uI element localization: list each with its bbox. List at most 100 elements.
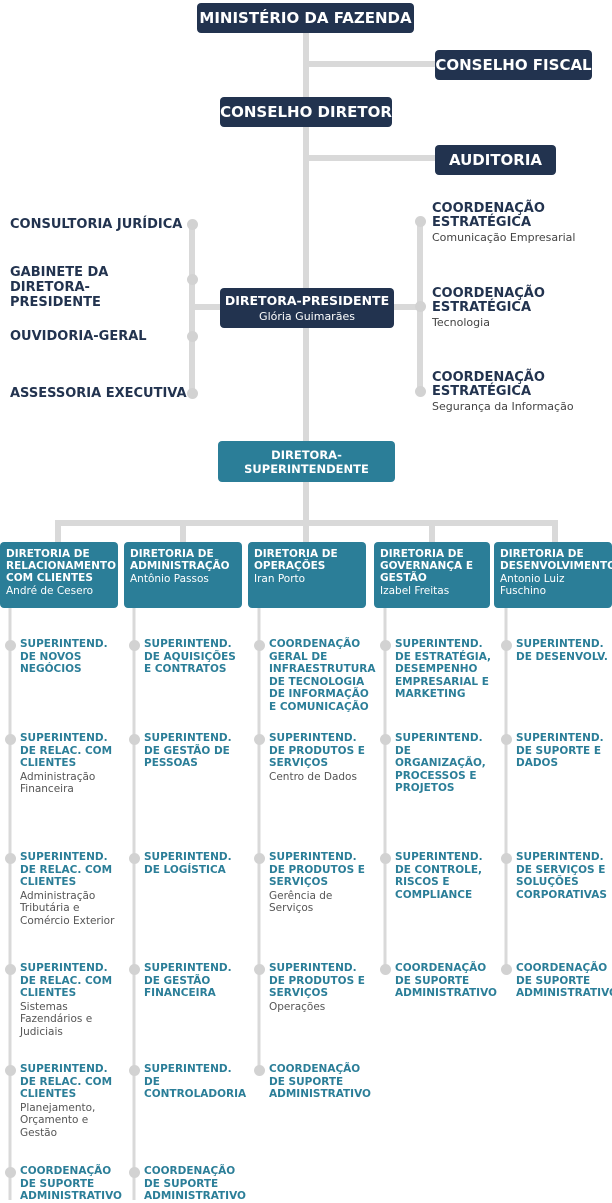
- dot: [187, 388, 198, 399]
- conselho-fiscal-box: CONSELHO FISCAL: [435, 50, 592, 80]
- left-unit-gabinete: GABINETE DA DIRETORA-PRESIDENTE: [10, 265, 109, 310]
- item-title: SUPERINTEND. DE PRODUTOS E SERVIÇOS: [269, 732, 365, 769]
- list-item: SUPERINTEND. DE GESTÃO DE PESSOAS: [144, 732, 244, 770]
- dot: [5, 964, 16, 975]
- dot: [415, 301, 426, 312]
- dot: [5, 640, 16, 651]
- coordenacao-title: COORDENAÇÃO ESTRATÉGICA: [432, 201, 545, 230]
- ministerio-box: MINISTÉRIO DA FAZENDA: [197, 3, 414, 33]
- dot: [380, 734, 391, 745]
- diretoria-director-name: Iran Porto: [254, 573, 306, 585]
- dot: [187, 331, 198, 342]
- dot: [187, 219, 198, 230]
- dot: [5, 734, 16, 745]
- item-title: SUPERINTEND. DE RELAC. COM CLIENTES: [20, 732, 113, 769]
- item-title: SUPERINTEND. DE ESTRATÉGIA, DESEMPENHO E…: [395, 638, 492, 700]
- list-item: COORDENAÇÃO GERAL DE INFRAESTRUTURA DE T…: [269, 638, 376, 713]
- list-item: SUPERINTEND. DE ORGANIZAÇÃO, PROCESSOS E…: [395, 732, 499, 795]
- diretoria-box: DIRETORIA DE RELACIONAMENTO COM CLIENTES…: [0, 542, 118, 608]
- list-item: SUPERINTEND. DE NOVOS NEGÓCIOS: [20, 638, 120, 676]
- coordenacao-sub: Segurança da Informação: [432, 400, 574, 413]
- dot: [254, 734, 265, 745]
- list-item: COORDENAÇÃO DE SUPORTE ADMINISTRATIVO: [395, 962, 499, 1000]
- list-item: SUPERINTEND. DE AQUISIÇÕES E CONTRATOS: [144, 638, 244, 676]
- item-title: COORDENAÇÃO GERAL DE INFRAESTRUTURA DE T…: [269, 638, 376, 713]
- dot: [129, 1167, 140, 1178]
- dot: [187, 274, 198, 285]
- list-item: SUPERINTEND. DE CONTROLADORIA: [144, 1063, 247, 1101]
- conselho-diretor-label: CONSELHO DIRETOR: [220, 103, 392, 121]
- dot: [380, 964, 391, 975]
- list-item: SUPERINTEND. DE GESTÃO FINANCEIRA: [144, 962, 244, 1000]
- list-item: COORDENAÇÃO DE SUPORTE ADMINISTRATIVO: [144, 1165, 246, 1203]
- item-title: SUPERINTEND. DE AQUISIÇÕES E CONTRATOS: [144, 638, 236, 675]
- diretoria-director-name: Antonio Luiz Fuschino: [500, 573, 565, 597]
- item-title: COORDENAÇÃO DE SUPORTE ADMINISTRATIVO: [516, 962, 612, 999]
- dot: [254, 1065, 265, 1076]
- list-item: COORDENAÇÃO DE SUPORTE ADMINISTRATIVO: [516, 962, 612, 1000]
- item-title: SUPERINTEND. DE PRODUTOS E SERVIÇOS: [269, 851, 365, 888]
- item-title: SUPERINTEND. DE NOVOS NEGÓCIOS: [20, 638, 108, 675]
- list-item: SUPERINTEND. DE ESTRATÉGIA, DESEMPENHO E…: [395, 638, 499, 701]
- presidente-title: DIRETORA-PRESIDENTE: [224, 293, 390, 308]
- auditoria-label: AUDITORIA: [448, 151, 543, 169]
- coordenacao-sub: Comunicação Empresarial: [432, 231, 576, 244]
- dot: [501, 734, 512, 745]
- diretoria-director-name: Izabel Freitas: [380, 585, 450, 597]
- item-title: SUPERINTEND. DE PRODUTOS E SERVIÇOS: [269, 962, 365, 999]
- item-subtitle: Administração Tributária e Comércio Exte…: [20, 889, 115, 927]
- coordenacao-title: COORDENAÇÃO ESTRATÉGICA: [432, 370, 545, 399]
- item-title: COORDENAÇÃO DE SUPORTE ADMINISTRATIVO: [395, 962, 497, 999]
- item-title: SUPERINTEND. DE ORGANIZAÇÃO, PROCESSOS E…: [395, 732, 486, 794]
- list-item: SUPERINTEND. DE SUPORTE E DADOS: [516, 732, 612, 770]
- dot: [129, 734, 140, 745]
- item-title: SUPERINTEND. DE DESENVOLV.: [516, 638, 608, 663]
- item-subtitle: Sistemas Fazendários e Judiciais: [20, 1000, 93, 1038]
- dot: [501, 853, 512, 864]
- item-title: SUPERINTEND. DE LOGÍSTICA: [144, 851, 232, 876]
- dot: [501, 640, 512, 651]
- diretoria-director-name: Antônio Passos: [130, 573, 209, 585]
- item-title: SUPERINTEND. DE CONTROLE, RISCOS E COMPL…: [395, 851, 483, 901]
- dot: [5, 1065, 16, 1076]
- dot: [380, 640, 391, 651]
- item-subtitle: Gerência de Serviços: [269, 889, 333, 915]
- dot: [415, 216, 426, 227]
- dot: [254, 640, 265, 651]
- item-title: SUPERINTEND. DE GESTÃO DE PESSOAS: [144, 732, 232, 769]
- item-title: SUPERINTEND. DE SERVIÇOS E SOLUÇÕES CORP…: [516, 851, 607, 901]
- coordenacao-tecnologia: COORDENAÇÃO ESTRATÉGICA Tecnologia: [432, 287, 547, 330]
- diretora-presidente-box: DIRETORA-PRESIDENTE Glória Guimarães: [220, 288, 394, 328]
- left-unit-assessoria: ASSESSORIA EXECUTIVA: [10, 386, 187, 401]
- dot: [129, 640, 140, 651]
- list-item: SUPERINTEND. DE LOGÍSTICA: [144, 851, 244, 876]
- dot: [129, 1065, 140, 1076]
- item-subtitle: Operações: [269, 1000, 326, 1013]
- item-title: SUPERINTEND. DE GESTÃO FINANCEIRA: [144, 962, 232, 999]
- list-item: COORDENAÇÃO DE SUPORTE ADMINISTRATIVO: [269, 1063, 373, 1101]
- item-title: SUPERINTEND. DE RELAC. COM CLIENTES: [20, 1063, 113, 1100]
- dot: [380, 853, 391, 864]
- conselho-diretor-box: CONSELHO DIRETOR: [220, 97, 392, 127]
- diretoria-title: DIRETORIA DE GOVERNANÇA E GESTÃO: [380, 548, 474, 584]
- dot: [501, 964, 512, 975]
- diretora-superintendente-box: DIRETORA-SUPERINTENDENTE: [218, 441, 395, 482]
- item-title: SUPERINTEND. DE CONTROLADORIA: [144, 1063, 247, 1100]
- list-item: SUPERINTEND. DE SERVIÇOS E SOLUÇÕES CORP…: [516, 851, 612, 901]
- item-title: COORDENAÇÃO DE SUPORTE ADMINISTRATIVO: [20, 1165, 122, 1202]
- ministerio-label: MINISTÉRIO DA FAZENDA: [199, 9, 412, 27]
- coordenacao-seguranca: COORDENAÇÃO ESTRATÉGICA Segurança da Inf…: [432, 370, 574, 414]
- dot: [5, 853, 16, 864]
- dot: [254, 853, 265, 864]
- item-subtitle: Centro de Dados: [269, 770, 357, 783]
- list-item: SUPERINTEND. DE DESENVOLV.: [516, 638, 612, 663]
- auditoria-box: AUDITORIA: [435, 145, 556, 175]
- item-subtitle: Planejamento, Orçamento e Gestão: [20, 1101, 96, 1139]
